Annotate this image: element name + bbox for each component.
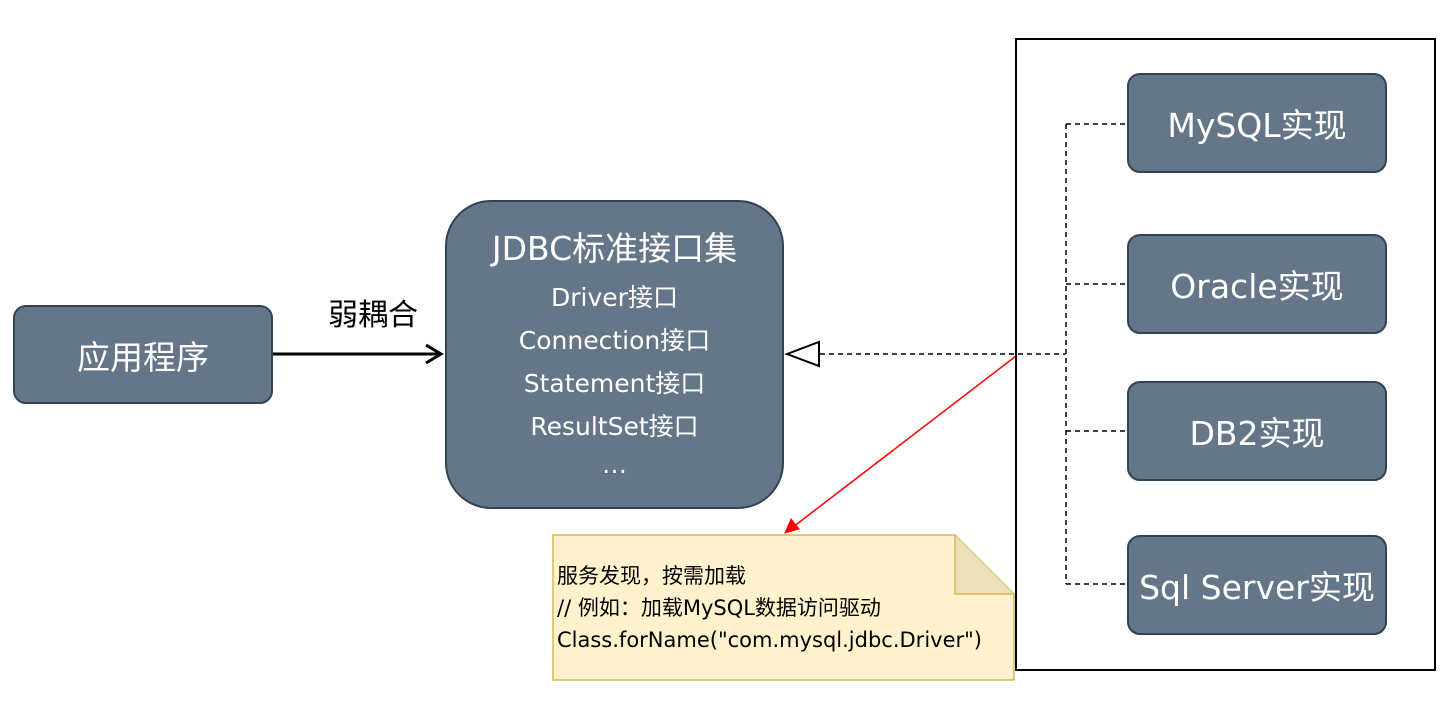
- db2-impl-node: DB2实现: [1127, 381, 1387, 481]
- jdbc-ellipsis: …: [602, 450, 627, 479]
- service-discovery-note: 服务发现，按需加载 // 例如：加载MySQL数据访问驱动 Class.forN…: [557, 560, 997, 656]
- sqlserver-impl-node: Sql Server实现: [1127, 535, 1387, 635]
- weak-coupling-label: 弱耦合: [328, 298, 418, 333]
- oracle-impl-label: Oracle实现: [1170, 267, 1344, 306]
- jdbc-item-driver: Driver接口: [551, 283, 678, 312]
- jdbc-interface-node: JDBC标准接口集 Driver接口 Connection接口 Statemen…: [445, 200, 784, 509]
- note-line-3: Class.forName("com.mysql.jdbc.Driver"): [557, 628, 982, 652]
- service-discovery-arrow-head: [784, 518, 800, 534]
- db2-impl-label: DB2实现: [1189, 414, 1325, 453]
- note-line-1: 服务发现，按需加载: [557, 564, 746, 588]
- note-shape: [552, 534, 1015, 681]
- jdbc-item-statement: Statement接口: [523, 369, 706, 398]
- mysql-impl-label: MySQL实现: [1167, 106, 1347, 145]
- note-fold: [954, 535, 1014, 595]
- sqlserver-impl-label: Sql Server实现: [1139, 568, 1375, 607]
- application-label: 应用程序: [77, 337, 209, 377]
- service-discovery-arrow-line: [792, 355, 1017, 528]
- jdbc-item-connection: Connection接口: [518, 326, 711, 355]
- application-node: 应用程序: [13, 305, 273, 404]
- oracle-impl-node: Oracle实现: [1127, 234, 1387, 334]
- implementations-container: [1015, 38, 1436, 671]
- jdbc-item-resultset: ResultSet接口: [530, 412, 699, 441]
- realization-arrow-head: [784, 340, 820, 368]
- realization-connectors: [820, 123, 1127, 585]
- mysql-impl-node: MySQL实现: [1127, 73, 1387, 173]
- app-to-jdbc-arrow-head: [425, 343, 444, 365]
- jdbc-title: JDBC标准接口集: [491, 229, 738, 268]
- note-line-2: // 例如：加载MySQL数据访问驱动: [557, 596, 881, 620]
